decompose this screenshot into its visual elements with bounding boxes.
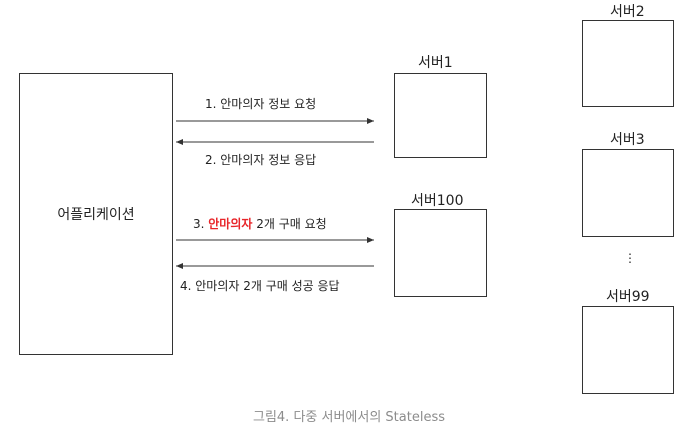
message-3-highlight: 안마의자 xyxy=(208,217,253,231)
server-3-label: 서버3 xyxy=(610,132,645,148)
message-1: 1. 안마의자 정보 요청 xyxy=(205,97,317,111)
message-3-prefix: 3. xyxy=(193,217,209,231)
message-3-suffix: 2개 구매 요청 xyxy=(252,217,327,231)
server-100-box xyxy=(394,209,487,297)
server-100-label: 서버100 xyxy=(411,193,464,209)
message-3: 3. 안마의자 2개 구매 요청 xyxy=(193,215,327,232)
message-2: 2. 안마의자 정보 응답 xyxy=(205,153,317,167)
server-3-box xyxy=(582,149,674,237)
server-99-box xyxy=(582,306,674,394)
message-4: 4. 안마의자 2개 구매 성공 응답 xyxy=(180,279,340,293)
server-2-box xyxy=(582,20,674,107)
application-box: 어플리케이션 xyxy=(19,73,173,355)
server-2-label: 서버2 xyxy=(610,4,645,20)
server-1-label: 서버1 xyxy=(418,55,453,71)
figure-caption: 그림4. 다중 서버에서의 Stateless xyxy=(252,410,445,425)
server-1-box xyxy=(394,73,487,158)
application-label: 어플리케이션 xyxy=(57,207,135,223)
ellipsis-vertical: ⋮ xyxy=(624,251,636,265)
server-99-label: 서버99 xyxy=(606,289,650,305)
